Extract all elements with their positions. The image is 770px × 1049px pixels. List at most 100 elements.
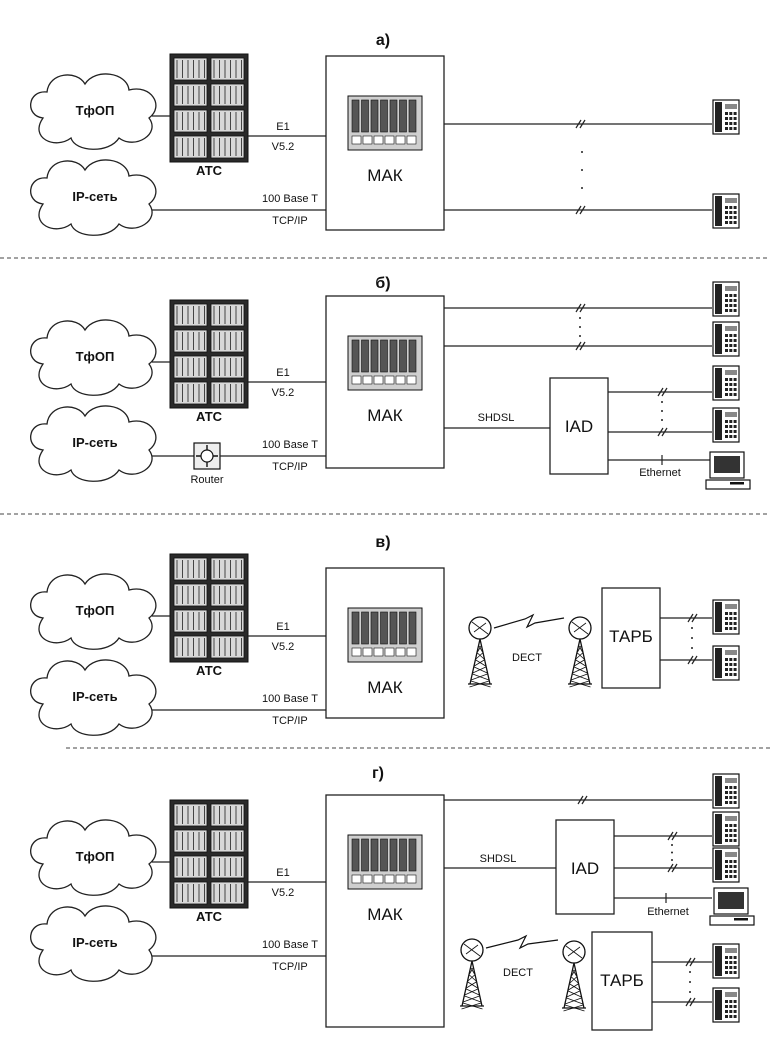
- phone-key: [733, 829, 737, 832]
- mak-card: [380, 339, 388, 373]
- antenna-lattice: [470, 673, 488, 681]
- phone-key: [729, 388, 733, 391]
- antenna-lattice: [464, 995, 482, 1003]
- phone-display: [725, 370, 737, 375]
- rack-shelf: [173, 609, 208, 633]
- phone-key: [729, 834, 733, 837]
- v52-label: V5.2: [272, 641, 295, 653]
- mak-box: МАК: [325, 55, 445, 231]
- phone-key: [725, 796, 728, 799]
- antenna-lattice: [564, 997, 582, 1005]
- mak-card: [408, 99, 417, 133]
- antenna-lattice: [568, 983, 579, 991]
- mak-card: [389, 838, 398, 872]
- drive-slot: [734, 918, 748, 921]
- cloud-shape: [30, 819, 157, 896]
- phone-key: [733, 860, 737, 863]
- cloud-shape: [30, 405, 157, 482]
- phone-key: [725, 304, 728, 307]
- phone-key: [729, 1015, 733, 1018]
- phone-key: [725, 870, 728, 873]
- dect-antenna-icon: [562, 940, 586, 1012]
- exchange-rack: АТС: [169, 553, 249, 678]
- mak-port: [362, 135, 373, 145]
- phone-key: [725, 388, 728, 391]
- router-icon: Router: [190, 442, 224, 486]
- antenna-lattice: [470, 967, 475, 975]
- mak-port: [406, 874, 417, 884]
- router-label: Router: [190, 474, 223, 486]
- mak-port: [406, 647, 417, 657]
- dect-antenna-icon: [460, 938, 484, 1010]
- mak-card: [361, 339, 369, 373]
- antenna-lattice: [566, 990, 580, 998]
- phone-key: [729, 206, 733, 209]
- phone-key: [733, 1000, 737, 1003]
- phone-key: [733, 425, 737, 428]
- rack-shelf: [173, 329, 208, 353]
- rack-shelf: [173, 557, 208, 581]
- mak-card: [408, 838, 417, 872]
- mak-card: [389, 99, 398, 133]
- phone-key: [725, 673, 728, 676]
- antenna-dish-lines: [463, 943, 481, 957]
- iad-label: IAD: [571, 859, 599, 878]
- rack-shelf: [173, 635, 208, 659]
- phone-handset: [715, 102, 722, 132]
- rack-shelf: [210, 583, 245, 607]
- phone-key: [725, 420, 728, 423]
- phone-display: [725, 326, 737, 331]
- phone-key: [725, 839, 728, 842]
- cloud-label: IP-сеть: [72, 435, 117, 450]
- phone-handset: [715, 776, 722, 806]
- mak-card: [399, 838, 407, 872]
- rack-shelf: [173, 303, 208, 327]
- mak-box: МАК: [325, 567, 445, 719]
- phone-key: [733, 839, 737, 842]
- antenna-lattice: [466, 981, 477, 989]
- phone-key: [729, 420, 733, 423]
- mak-port: [406, 135, 417, 145]
- phone-key: [725, 622, 728, 625]
- antenna-lattice: [475, 652, 483, 660]
- e1-label: E1: [276, 367, 289, 379]
- computer-icon: [709, 887, 755, 926]
- mak-port: [351, 135, 362, 145]
- phone-key: [733, 622, 737, 625]
- mak-card: [408, 339, 417, 373]
- mak-box: МАК: [325, 794, 445, 1028]
- rack-shelf: [210, 329, 245, 353]
- antenna-dish-lines: [565, 945, 583, 959]
- pstn-cloud: ТфОП: [30, 319, 157, 396]
- antenna-tower: [468, 638, 492, 685]
- e1-label: E1: [276, 121, 289, 133]
- mak-port: [362, 647, 373, 657]
- cloud-label: ТфОП: [76, 103, 115, 118]
- phone-key: [733, 668, 737, 671]
- phone-key: [729, 1010, 733, 1013]
- phone-key: [733, 294, 737, 297]
- drive-slot: [730, 482, 744, 485]
- exchange-rack: АТС: [169, 299, 249, 424]
- phone-handset: [715, 324, 722, 354]
- router-core: [200, 449, 214, 463]
- phone-key: [725, 966, 728, 969]
- phone-key: [729, 966, 733, 969]
- rack-shelf: [173, 109, 208, 133]
- phone-key: [725, 127, 728, 130]
- rack-shelf: [210, 609, 245, 633]
- antenna-lattice: [467, 981, 478, 989]
- cloud-shape: [30, 73, 157, 150]
- base-t-label: 100 Base T: [262, 939, 318, 951]
- phone-key: [725, 112, 728, 115]
- router-arrows: [196, 445, 218, 467]
- antenna-lattice: [478, 645, 483, 653]
- phone-key: [733, 309, 737, 312]
- phone-key: [733, 801, 737, 804]
- phone-display: [725, 198, 737, 203]
- telephone-icon: [712, 773, 740, 809]
- phone-key: [733, 221, 737, 224]
- telephone-icon: [712, 99, 740, 135]
